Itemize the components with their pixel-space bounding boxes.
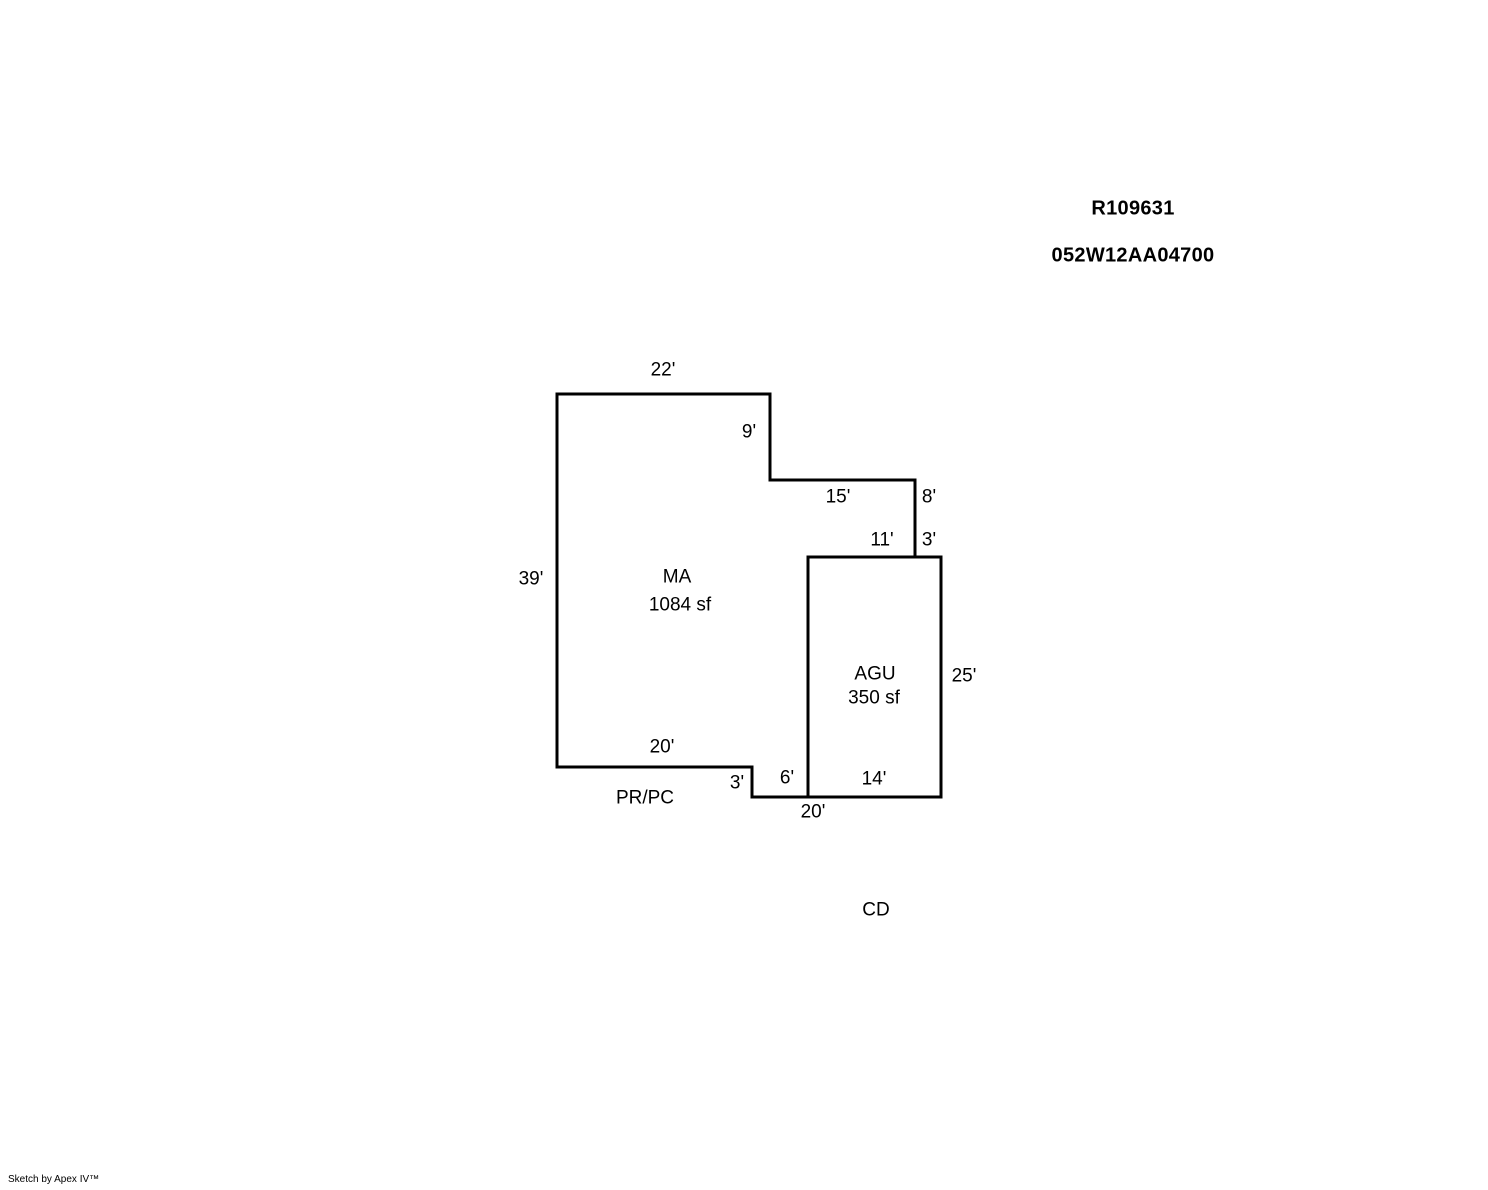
dim-label-ma-step-3: 3'	[729, 772, 745, 794]
dim-label-ma-bottom-20: 20'	[649, 736, 675, 758]
dim-label-agu-right-25: 25'	[951, 665, 977, 687]
dim-label-ma-drop-8: 8'	[921, 486, 937, 508]
dim-label-ma-run-6: 6'	[779, 767, 795, 789]
apex-branding: Sketch by Apex IV™	[8, 1174, 100, 1185]
dim-label-ma-top: 22'	[650, 359, 676, 381]
area-label-agu-size: 350 sf	[848, 687, 900, 709]
ma-outline	[555, 392, 917, 799]
area-label-ma-size: 1084 sf	[648, 594, 712, 616]
area-label-agu-code: AGU	[854, 663, 896, 685]
annotation-cd: CD	[862, 899, 890, 921]
parcel-id: 052W12AA04700	[1051, 244, 1215, 267]
record-id: R109631	[1091, 197, 1175, 220]
dim-label-bottom-total-20: 20'	[800, 801, 826, 823]
dim-label-agu-bottom-14: 14'	[861, 768, 887, 790]
annotation-pr-pc: PR/PC	[615, 787, 675, 809]
dim-label-ma-left-39: 39'	[518, 568, 544, 590]
dim-label-ma-step-9: 9'	[741, 421, 757, 443]
dim-label-agu-top-3: 3'	[921, 529, 937, 551]
agu-outline	[806, 555, 943, 799]
dim-label-agu-top-11: 11'	[870, 529, 894, 551]
area-label-ma-code: MA	[662, 566, 692, 588]
dim-label-ma-run-15: 15'	[825, 486, 851, 508]
